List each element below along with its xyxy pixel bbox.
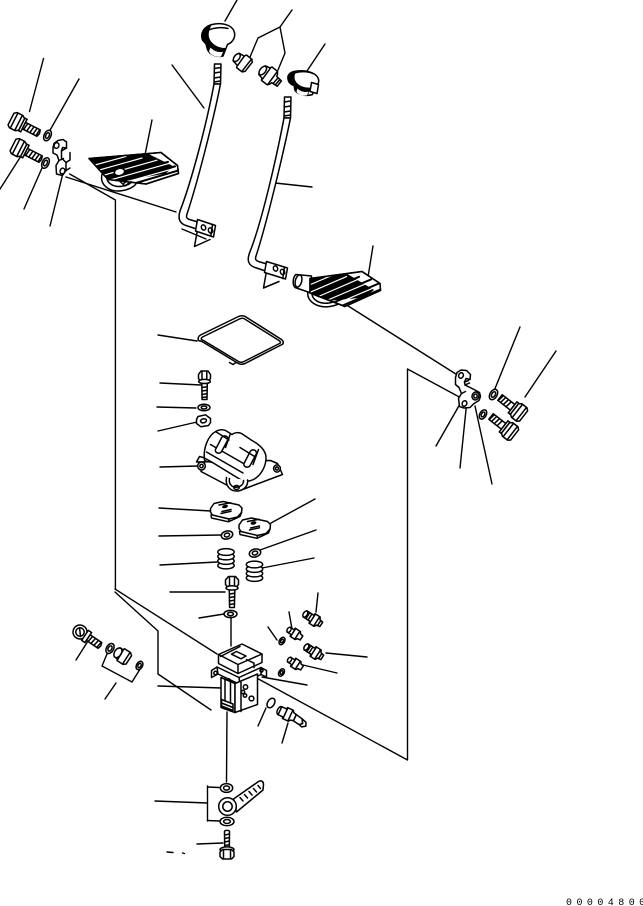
svg-text:00004800: 00004800 [566, 898, 643, 906]
